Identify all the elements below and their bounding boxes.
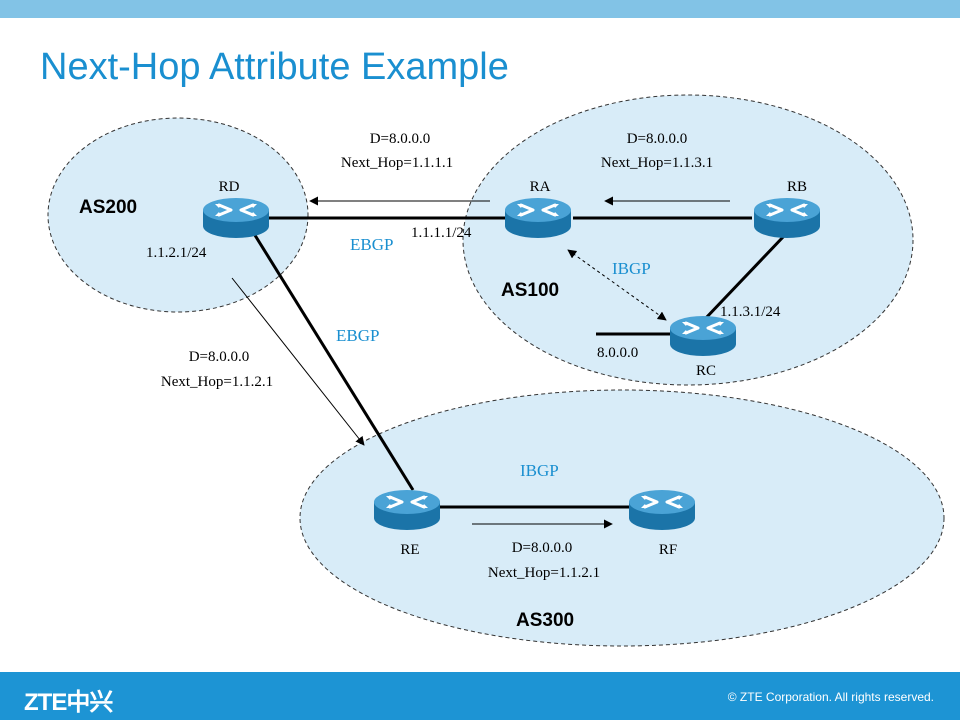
ibgp-as300-label: IBGP [520, 461, 559, 480]
ibgp-session-ra-rc [567, 249, 667, 321]
adv-re-to-rf-nexthop: Next_Hop=1.1.2.1 [488, 565, 600, 581]
router-rf-icon [627, 488, 697, 532]
adv-rd-to-re-nexthop: Next_Hop=1.1.2.1 [161, 374, 273, 390]
network-diagram: RD RA RB RC RE RF AS200 AS100 AS300 1.1.… [47, 94, 945, 647]
router-rd-icon [201, 196, 271, 240]
zte-logo: ZTE中兴 [24, 689, 113, 716]
as200-cloud [47, 117, 309, 313]
as300-label: AS300 [516, 610, 574, 631]
as200-label: AS200 [79, 197, 137, 218]
ebgp-rd-ra-label: EBGP [350, 235, 393, 254]
top-banner [0, 0, 960, 18]
router-rc-icon [668, 314, 738, 358]
adv-rb-to-ra-dest: D=8.0.0.0 [627, 131, 688, 147]
router-ra-label: RA [530, 179, 551, 195]
link-rb-rc [702, 234, 786, 322]
rc-network-label: 8.0.0.0 [597, 345, 638, 361]
footer-bar: ZTE中兴 © ZTE Corporation. All rights rese… [0, 672, 960, 720]
adv-rb-to-ra-nexthop: Next_Hop=1.1.3.1 [601, 155, 713, 171]
router-rb-icon [752, 196, 822, 240]
adv-ra-to-rd-dest: D=8.0.0.0 [370, 131, 431, 147]
adv-re-to-rf-dest: D=8.0.0.0 [512, 540, 573, 556]
arrow-rd-to-re [231, 277, 365, 446]
ibgp-as100-label: IBGP [612, 259, 651, 278]
as100-label: AS100 [501, 280, 559, 301]
adv-ra-to-rd-nexthop: Next_Hop=1.1.1.1 [341, 155, 453, 171]
router-ra-icon [503, 196, 573, 240]
router-re-label: RE [400, 542, 419, 558]
router-rb-label: RB [787, 179, 807, 195]
adv-rd-to-re-dest: D=8.0.0.0 [189, 349, 250, 365]
router-rc-label: RC [696, 363, 716, 379]
rc-interface-address: 1.1.3.1/24 [720, 304, 781, 320]
router-rf-label: RF [659, 542, 677, 558]
page-title: Next-Hop Attribute Example [40, 46, 509, 88]
link-rd-re [251, 231, 415, 491]
rd-interface-address: 1.1.2.1/24 [146, 245, 207, 261]
ra-interface-address: 1.1.1.1/24 [411, 225, 472, 241]
router-rd-label: RD [219, 179, 240, 195]
as300-cloud [299, 389, 945, 647]
router-re-icon [372, 488, 442, 532]
copyright-text: © ZTE Corporation. All rights reserved. [727, 690, 934, 704]
ebgp-rd-re-label: EBGP [336, 326, 379, 345]
